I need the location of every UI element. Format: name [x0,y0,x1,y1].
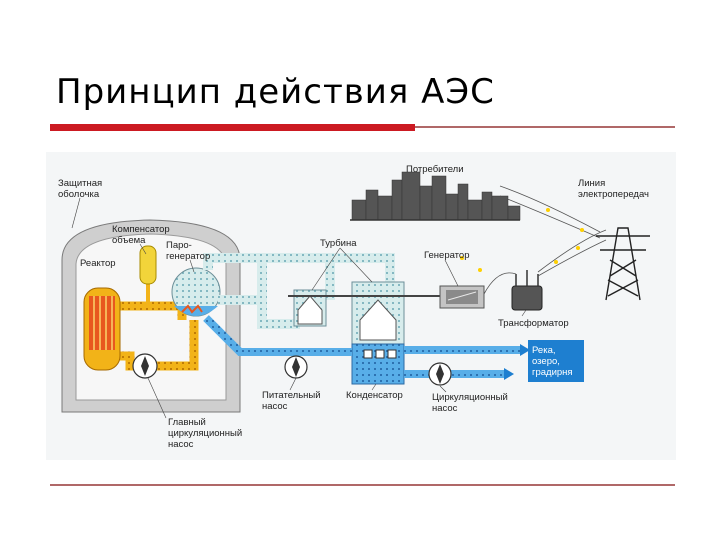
label-steam-generator-2: генератор [166,251,210,262]
label-water-source-2: озеро, [532,356,560,367]
label-water-source-1: Река, [532,345,556,356]
label-main-pump-3: насос [168,439,194,450]
label-water-source-3: градирня [532,367,573,378]
title-underline-rule [415,126,675,128]
transformer [511,270,543,311]
label-circ-pump-1: Циркуляционный [432,392,508,403]
steam-generator [171,267,221,317]
main-circulation-pump [132,353,158,379]
label-condenser: Конденсатор [346,390,403,401]
feedwater-line [203,315,352,356]
label-circ-pump-2: насос [432,403,458,414]
power-wires [483,185,607,295]
page-title: Принцип действия АЭС [56,72,495,112]
label-main-pump-1: Главный [168,417,206,428]
condenser [351,343,405,385]
leader-lines [71,197,527,419]
label-pressurizer-2: объема [112,235,146,246]
water-source [528,340,584,382]
steam-lines [203,253,395,329]
title-underline-accent [50,124,415,131]
label-steam-generator-1: Паро- [166,240,192,251]
transmission-tower-icon [596,227,650,301]
circulation-pump [428,362,452,386]
label-power-line-2: электропередач [578,189,649,200]
label-reactor: Реактор [80,258,116,269]
label-feed-pump-1: Питательный [262,390,321,401]
bottom-rule [50,484,675,486]
city-buildings-icon [350,171,521,221]
label-pressurizer-1: Компенсатор [112,224,170,235]
feed-pump [284,355,308,379]
electric-spark-icon [460,208,584,272]
cooling-water-lines [404,344,530,380]
label-main-pump-2: циркуляционный [168,428,242,439]
reactor-core [83,287,121,371]
label-containment-1: Защитная [58,178,102,189]
label-consumers: Потребители [406,164,464,175]
label-containment-2: оболочка [58,189,100,200]
generator [439,285,485,309]
label-feed-pump-2: насос [262,401,288,412]
turbine [288,281,448,345]
label-generator: Генератор [424,250,470,261]
label-turbine: Турбина [320,238,357,249]
label-transformer: Трансформатор [498,318,569,329]
pressurizer [139,245,157,285]
label-power-line-1: Линия [578,178,605,189]
